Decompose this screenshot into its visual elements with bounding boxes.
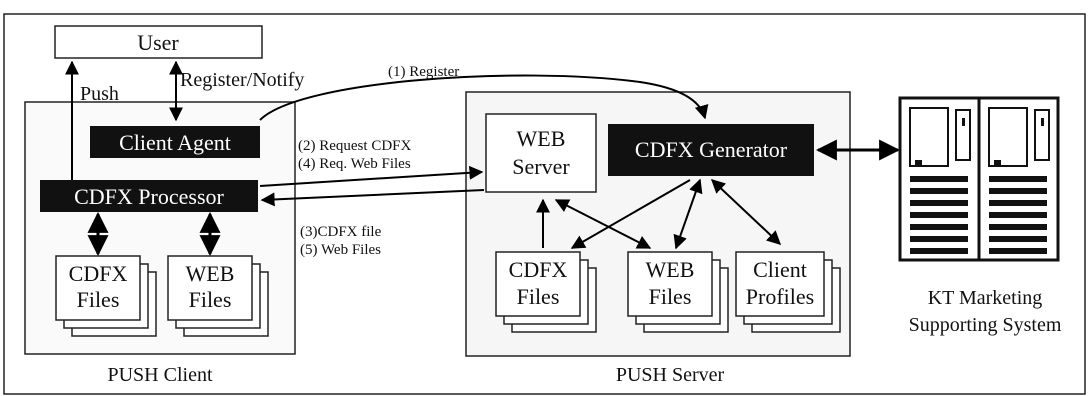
client-profiles-stack: Client Profiles (735, 251, 841, 333)
client-cdfx-files-line1: CDFX (69, 261, 128, 286)
cdfx-processor-box: CDFX Processor (40, 180, 258, 212)
push-client-title: PUSH Client (107, 364, 212, 386)
server-rack-icon (898, 96, 1060, 262)
request-arrow (259, 165, 484, 187)
outer-frame (3, 13, 1086, 395)
kt-system-line2: Supporting System (909, 314, 1062, 336)
server-web-files-stack: WEB Files (627, 251, 729, 333)
client-agent-label: Client Agent (119, 130, 231, 155)
generator-web-files-arrow (673, 178, 703, 250)
user-box: User (54, 25, 263, 59)
web-files-flow-label: (5) Web Files (300, 242, 381, 258)
cdfx-generator-box: CDFX Generator (608, 124, 814, 176)
web-server-web-files-arrow (554, 199, 652, 249)
server-cdfx-files-stack: CDFX Files (495, 251, 597, 333)
server-web-files-line1: WEB (646, 257, 695, 282)
client-web-files-line2: Files (189, 287, 232, 312)
web-server-box: WEB Server (485, 113, 597, 193)
client-web-files-stack: WEB Files (167, 255, 269, 337)
client-agent-box: Client Agent (90, 126, 260, 158)
generator-to-cdfx-files-arrow (570, 179, 691, 249)
push-server-title: PUSH Server (616, 364, 725, 386)
response-arrow (260, 189, 485, 207)
register-arrow (259, 74, 709, 121)
cdfx-generator-label: CDFX Generator (635, 137, 788, 162)
cdfx-processor-label: CDFX Processor (74, 184, 224, 209)
push-label: Push (80, 83, 119, 105)
server-cdfx-files-line1: CDFX (509, 257, 568, 282)
client-profiles-line2: Profiles (746, 284, 814, 309)
req-web-files-label: (4) Req. Web Files (298, 156, 411, 172)
cdfx-file-label: (3)CDFX file (300, 224, 382, 240)
web-server-line2: Server (512, 154, 570, 179)
generator-client-profiles-arrow (710, 179, 782, 245)
register-label: (1) Register (388, 64, 459, 80)
client-web-files-line1: WEB (186, 261, 235, 286)
server-cdfx-files-line2: Files (517, 284, 560, 309)
client-cdfx-files-stack: CDFX Files (55, 255, 157, 337)
request-cdfx-label: (2) Request CDFX (298, 138, 411, 154)
kt-system-line1: KT Marketing (928, 287, 1043, 309)
client-cdfx-files-line2: Files (77, 287, 120, 312)
web-server-line1: WEB (517, 126, 566, 151)
user-label: User (137, 30, 179, 55)
client-profiles-line1: Client (753, 257, 807, 282)
register-notify-label: Register/Notify (180, 69, 304, 91)
server-web-files-line2: Files (649, 284, 692, 309)
